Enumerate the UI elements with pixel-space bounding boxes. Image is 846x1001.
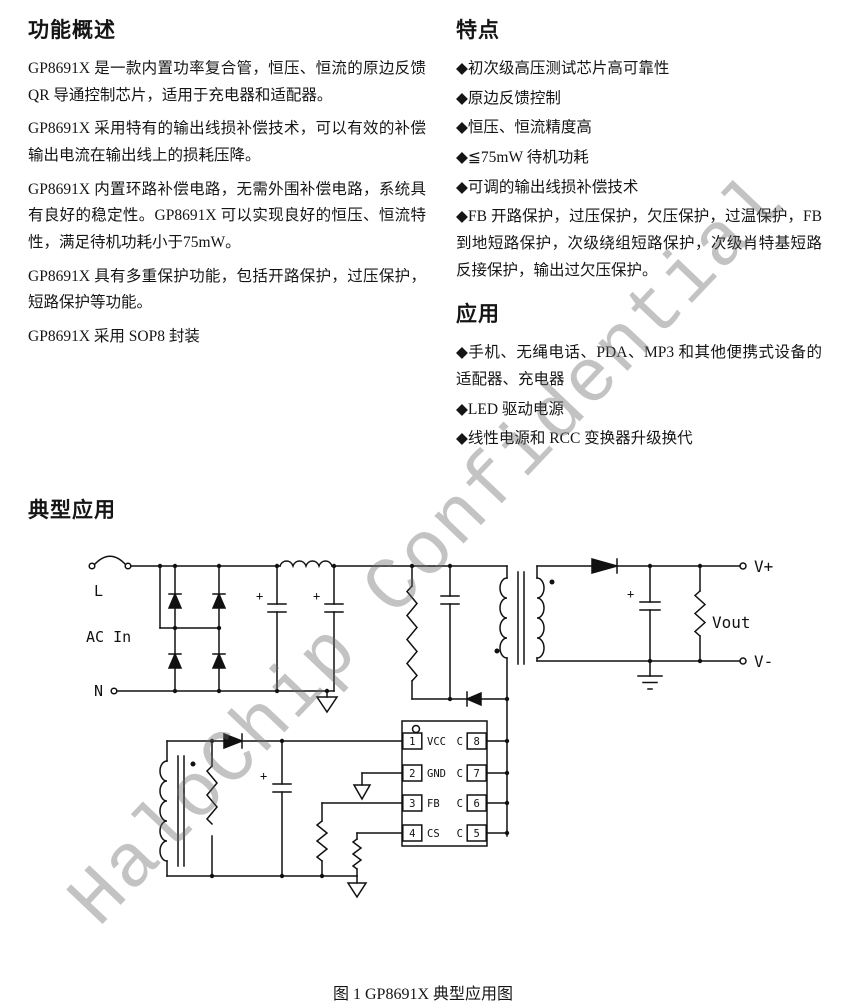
ic-gp8691x bbox=[401, 720, 508, 847]
fb-resistor bbox=[315, 802, 403, 877]
main-transformer bbox=[494, 565, 555, 665]
pin-number: 3 bbox=[409, 798, 415, 810]
polarity-plus: + bbox=[256, 589, 263, 603]
top-columns: 功能概述 GP8691X 是一款内置功率复合管，恒压、恒流的原边反馈 QR 导通… bbox=[0, 0, 846, 456]
fuse-icon bbox=[88, 555, 132, 570]
label-v-plus: V+ bbox=[754, 557, 773, 576]
label-neutral: N bbox=[94, 682, 103, 700]
overview-paragraph: GP8691X 具有多重保护功能，包括开路保护，过压保护，短路保护等功能。 bbox=[28, 267, 426, 312]
clamp-resistor bbox=[406, 565, 418, 700]
pin-label: FB bbox=[427, 798, 440, 810]
figure-caption: 图 1 GP8691X 典型应用图 bbox=[332, 985, 513, 1001]
terminal-v-plus bbox=[739, 562, 747, 570]
pin-label: C bbox=[457, 828, 463, 840]
load-resistor bbox=[693, 565, 707, 662]
vcc-capacitor bbox=[272, 740, 292, 877]
cs-ground-icon bbox=[346, 875, 368, 899]
pin-label: VCC bbox=[427, 736, 446, 748]
application-item: ◆手机、无绳电话、PDA、MP3 和其他便携式设备的适配器、充电器 bbox=[456, 344, 822, 388]
overview-title: 功能概述 bbox=[28, 18, 116, 42]
overview-section: 功能概述 GP8691X 是一款内置功率复合管，恒压、恒流的原边反馈 QR 导通… bbox=[28, 14, 426, 456]
startup-resistor bbox=[205, 740, 218, 877]
pin-number: 2 bbox=[409, 768, 415, 780]
applications-title: 应用 bbox=[456, 302, 500, 327]
pin-label: C bbox=[457, 798, 463, 810]
features-title: 特点 bbox=[456, 18, 500, 42]
pin-number: 7 bbox=[474, 768, 480, 780]
bulk-capacitor-1 bbox=[267, 565, 287, 692]
feature-item: ◆恒压、恒流精度高 bbox=[456, 119, 592, 137]
cs-resistor bbox=[351, 832, 403, 877]
pin-label: GND bbox=[427, 768, 446, 780]
polarity-plus: + bbox=[627, 587, 634, 601]
pin-number: 1 bbox=[409, 736, 415, 748]
terminal-v-minus bbox=[739, 657, 747, 665]
bulk-capacitor-2 bbox=[324, 565, 344, 692]
pin-number: 5 bbox=[474, 828, 480, 840]
pin1-marker-icon bbox=[411, 724, 421, 734]
polarity-plus: + bbox=[313, 589, 320, 603]
feature-item: ◆初次级高压测试芯片高可靠性 bbox=[456, 60, 670, 77]
feature-item: ◆FB 开路保护，过压保护，欠压保护，过温保护，FB 到地短路保护，次级绕组短路… bbox=[456, 208, 822, 279]
pin-label: CS bbox=[427, 828, 440, 840]
clamp-diode bbox=[411, 691, 508, 707]
feature-item: ◆原边反馈控制 bbox=[456, 89, 561, 107]
label-line: L bbox=[94, 582, 103, 600]
junction-dots bbox=[157, 563, 703, 879]
secondary-ground-icon bbox=[637, 660, 663, 690]
features-applications-section: 特点 ◆初次级高压测试芯片高可靠性 ◆原边反馈控制 ◆恒压、恒流精度高 ◆≦75… bbox=[456, 14, 822, 456]
output-capacitor bbox=[639, 565, 661, 662]
output-diode bbox=[591, 557, 620, 574]
gnd-ground-icon bbox=[352, 772, 403, 801]
label-v-minus: V- bbox=[754, 652, 773, 671]
pin-number: 4 bbox=[409, 828, 415, 840]
pin-number: 8 bbox=[474, 736, 480, 748]
overview-paragraph: GP8691X 是一款内置功率复合管，恒压、恒流的原边反馈 QR 导通控制芯片，… bbox=[28, 60, 426, 104]
pin-label: C bbox=[457, 736, 463, 748]
overview-paragraph: GP8691X 采用 SOP8 封装 bbox=[28, 327, 200, 345]
aux-diode bbox=[223, 732, 245, 749]
feature-item: ◆≦75mW 待机功耗 bbox=[456, 148, 589, 166]
input-inductor bbox=[279, 560, 333, 569]
typical-application-schematic: L AC In N V+ Vout V- + + + + 1 2 3 4 VCC… bbox=[86, 555, 773, 899]
feature-item: ◆可调的输出线损补偿技术 bbox=[456, 178, 639, 196]
pin-number: 6 bbox=[474, 798, 480, 810]
label-vout: Vout bbox=[712, 613, 751, 632]
aux-transformer bbox=[159, 755, 196, 867]
overview-paragraph: GP8691X 采用特有的输出线损补偿技术，可以有效的补偿输出电流在输出线上的损… bbox=[28, 120, 426, 164]
polarity-plus: + bbox=[260, 769, 267, 783]
bridge-rectifier bbox=[167, 565, 227, 692]
application-item: ◆LED 驱动电源 bbox=[456, 400, 564, 418]
primary-ground-icon bbox=[315, 690, 339, 714]
pin-label: C bbox=[457, 768, 463, 780]
typical-application-title: 典型应用 bbox=[28, 497, 116, 522]
overview-paragraph: GP8691X 内置环路补偿电路，无需外围补偿电路，系统具有良好的稳定性。GP8… bbox=[28, 180, 426, 251]
application-item: ◆线性电源和 RCC 变换器升级换代 bbox=[456, 430, 693, 448]
label-ac-in: AC In bbox=[86, 628, 131, 646]
clamp-capacitor bbox=[440, 565, 460, 700]
